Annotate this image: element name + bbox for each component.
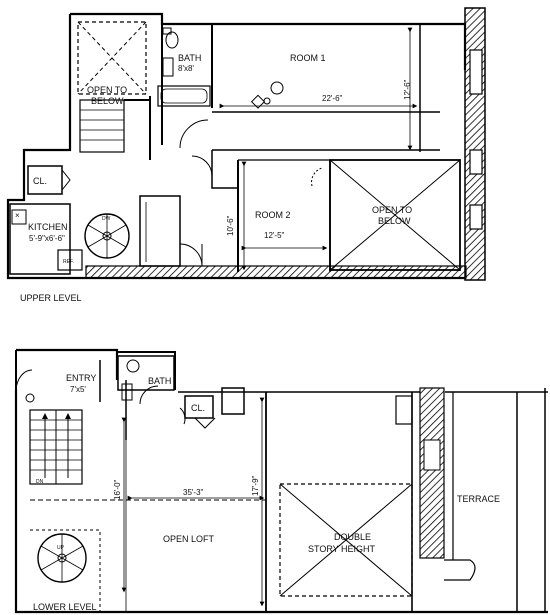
- entry-size: 7'x5': [70, 385, 86, 394]
- double-height-line1: DOUBLE: [334, 532, 371, 542]
- double-height-line2: STORY HEIGHT: [308, 544, 376, 554]
- double-height-depth: 17'-9": [251, 475, 260, 496]
- room1-depth: 12'-6": [403, 79, 412, 100]
- kitchen-label: KITCHEN: [28, 222, 68, 232]
- lower-level-plan: [14, 348, 548, 614]
- open-loft-width: 35'-3": [183, 488, 204, 497]
- upper-bath-size: 8'x8': [178, 64, 194, 73]
- upper-open-below-right-line2: BELOW: [378, 216, 411, 226]
- kitchen-size: 5'-9"x6'-6": [29, 234, 65, 243]
- room2-label: ROOM 2: [255, 210, 291, 220]
- upper-exterior-wall: [464, 7, 486, 281]
- upper-level-plan: [6, 7, 486, 281]
- open-loft-label: OPEN LOFT: [163, 534, 215, 544]
- upper-open-below-left-line2: BELOW: [91, 96, 124, 106]
- lower-bath-label: BATH: [148, 376, 171, 386]
- upper-level-caption: UPPER LEVEL: [20, 293, 82, 303]
- upper-dw-label: DW: [102, 216, 111, 222]
- kitchen-sink-mark: ×: [15, 211, 20, 220]
- upper-open-below-right-line1: OPEN TO: [372, 205, 412, 215]
- room2-depth: 10'-6": [226, 215, 235, 236]
- lower-level-caption: LOWER LEVEL: [33, 602, 97, 612]
- entry-label: ENTRY: [66, 373, 96, 383]
- open-to-below-right-area: [329, 159, 461, 271]
- room2-width: 12'-5": [264, 231, 285, 240]
- upper-open-below-left-line1: OPEN TO: [87, 85, 127, 95]
- terrace-label: TERRACE: [457, 494, 500, 504]
- room1-width: 22'-6": [322, 94, 343, 103]
- upper-bath-label: BATH: [178, 53, 201, 63]
- upper-closet-label: CL.: [33, 176, 47, 186]
- room1-label: ROOM 1: [290, 53, 326, 63]
- open-loft-depth: 16'-0": [113, 479, 122, 500]
- lower-exterior-wall: [419, 387, 445, 559]
- upper-labels: BATH 8'x8' OPEN TO BELOW ROOM 1 22'-6" 1…: [15, 53, 412, 303]
- lower-stair-up-label: UP: [57, 545, 65, 551]
- lower-closet-label: CL.: [191, 403, 205, 413]
- double-story-height-area: [279, 483, 413, 597]
- lower-labels: ENTRY 7'x5' BATH CL. TERRACE OPEN LOFT 3…: [33, 373, 500, 612]
- refrigerator-label: REF.: [63, 259, 74, 265]
- lower-dn-label: DN: [36, 479, 44, 485]
